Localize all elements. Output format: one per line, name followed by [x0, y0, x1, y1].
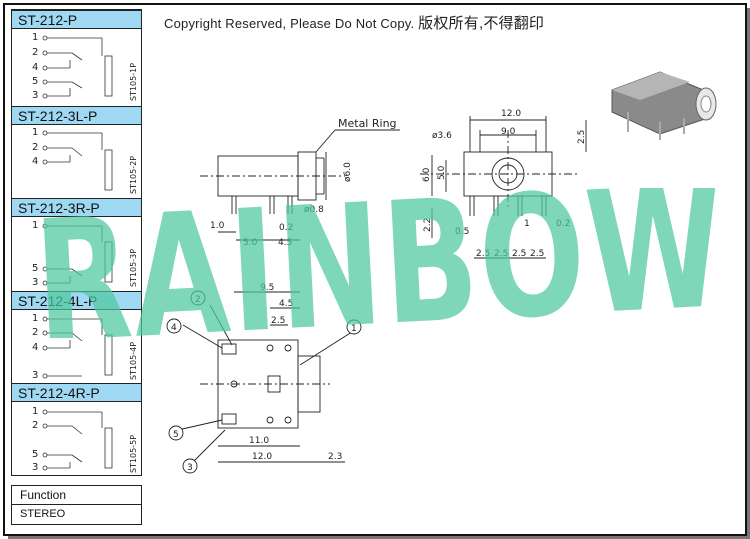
metal-ring-label: Metal Ring [338, 117, 397, 130]
dim-label: 2.3 [328, 452, 342, 462]
pin-label: 3 [32, 370, 39, 381]
product-photo [611, 71, 717, 140]
pin-label: 2 [32, 420, 39, 431]
model-header-1: ST-212-P [12, 10, 141, 29]
dim-label: 5.0 [243, 238, 258, 248]
model-header-5: ST-212-4R-P [12, 383, 141, 402]
pin-label: 2 [32, 327, 39, 338]
bottom-view [177, 291, 356, 463]
copyright-english: Copyright Reserved, Please Do Not Copy. [164, 16, 415, 31]
dim-label: 0.5 [455, 227, 469, 237]
callout-3: 3 [187, 463, 193, 473]
dim-label: ø3.6 [432, 131, 452, 141]
pin-label: 1 [32, 313, 39, 324]
dim-label: 2.5 [271, 316, 285, 326]
callout-5: 5 [173, 430, 179, 440]
dim-label: 2.5 [530, 249, 544, 259]
dim-label: 12.0 [501, 109, 521, 119]
callout-1: 1 [351, 324, 357, 334]
front-view [420, 116, 587, 259]
pin-label: 4 [32, 156, 39, 167]
function-table: Function STEREO [11, 485, 142, 525]
model-header-3: ST-212-3R-P [12, 198, 141, 217]
dim-label: 9.0 [501, 127, 516, 137]
pin-label: 5 [32, 76, 39, 87]
pin-label: 1 [32, 127, 39, 138]
pin-schematics [42, 35, 113, 471]
pin-label: 4 [32, 62, 39, 73]
pin-label: 5 [32, 263, 39, 274]
copyright-chinese: 版权所有,不得翻印 [418, 15, 545, 32]
model-header-2: ST-212-3L-P [12, 106, 141, 125]
dim-label: ø6.0 [343, 162, 353, 182]
model-header-4: ST-212-4L-P [12, 291, 141, 310]
callout-circles [166, 290, 362, 474]
dim-label: 11.0 [249, 436, 269, 446]
dim-label: ø0.8 [304, 205, 324, 215]
dim-label: 6.0 [422, 167, 432, 182]
pin-label: 4 [32, 342, 39, 353]
dim-label: 9.5 [260, 283, 274, 293]
function-value: STEREO [20, 508, 66, 520]
dim-label: 2.5 [577, 130, 587, 144]
dim-label: 4.5 [278, 238, 292, 248]
side-view [200, 129, 400, 241]
pin-label: 2 [32, 47, 39, 58]
dim-label: 2.5 [476, 249, 490, 259]
pin-label: 2 [32, 142, 39, 153]
dim-label: 1.0 [210, 221, 225, 231]
dim-label: 0.2 [279, 223, 293, 233]
dim-label: 0.2 [556, 219, 570, 229]
function-header: Function [12, 486, 141, 505]
watermark-text: RAINBOW [30, 188, 729, 338]
rainbow-watermark: RAINBOW [30, 188, 729, 338]
pin-label: 3 [32, 90, 39, 101]
pin-label: 1 [32, 406, 39, 417]
pin-label: 3 [32, 277, 39, 288]
callout-4: 4 [171, 323, 177, 333]
model-variants-panel: ST-212-P ST-212-3L-P ST-212-3R-P ST-212-… [11, 9, 142, 476]
dim-label: 2.2 [423, 218, 433, 232]
dim-label: 1 [524, 219, 530, 229]
pin-label: 1 [32, 32, 39, 43]
dim-label: 4.5 [279, 299, 293, 309]
callout-2: 2 [195, 295, 201, 305]
dim-label: 5.0 [437, 165, 447, 180]
dim-label: 2.5 [512, 249, 526, 259]
pin-label: 5 [32, 449, 39, 460]
copyright-notice: Copyright Reserved, Please Do Not Copy. … [164, 12, 544, 33]
dim-label: 2.5 [494, 249, 508, 259]
pin-label: 3 [32, 462, 39, 473]
dim-label: 12.0 [252, 452, 272, 462]
pin-label: 1 [32, 220, 39, 231]
